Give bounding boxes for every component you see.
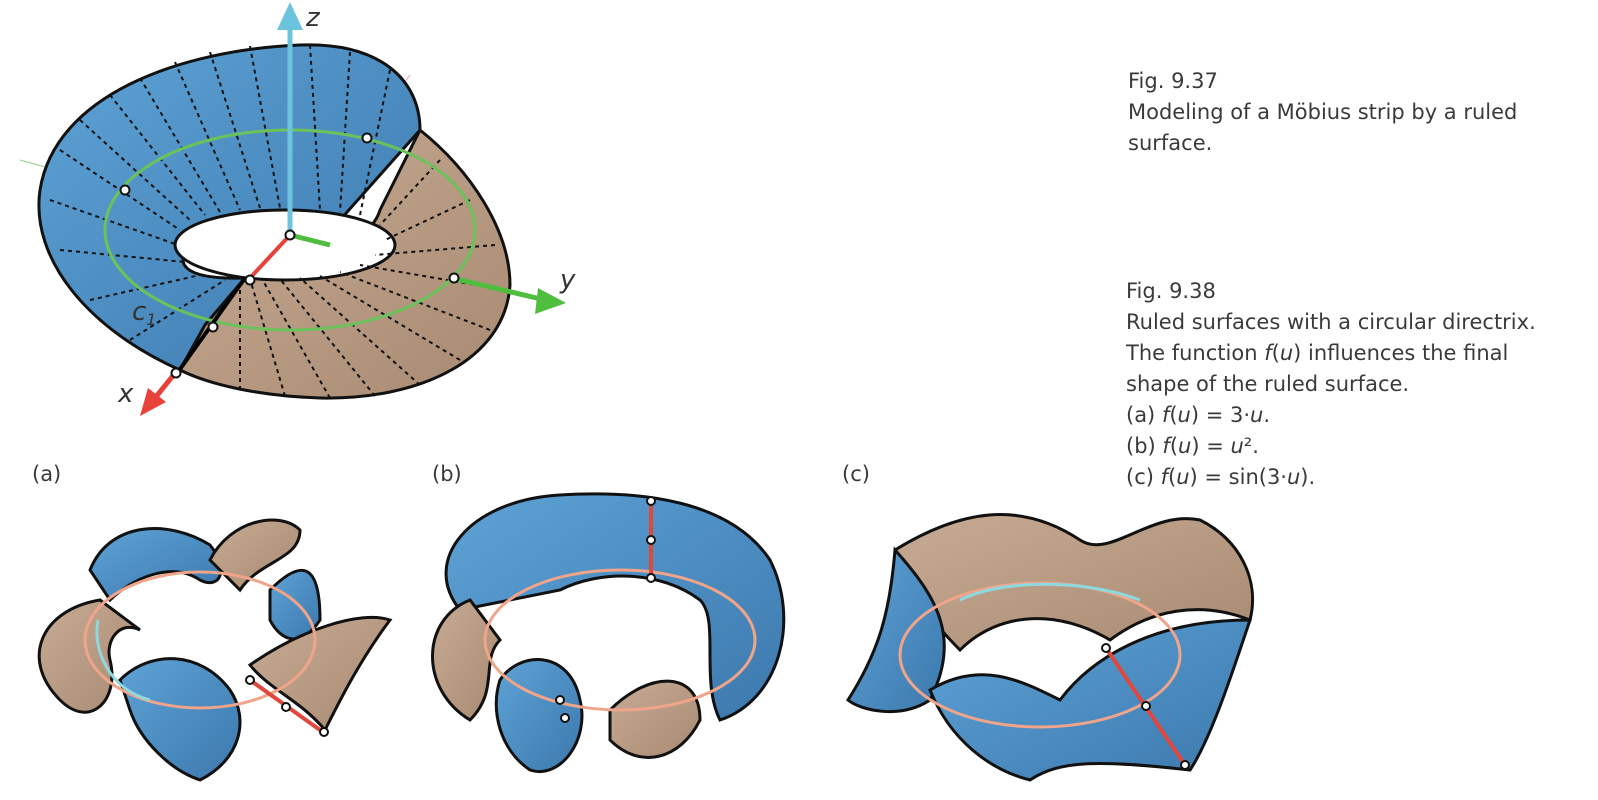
item-a-label: (a) [1126,403,1162,427]
x-axis-arrow [140,388,166,416]
subfigure-label-b: (b) [432,462,462,486]
directrix-a-cyan [95,619,151,702]
caption-item-a: (a) f(u) = 3·u. [1126,400,1596,431]
caption-9-37-line1: Modeling of a Möbius strip by a ruled [1128,100,1518,124]
mobius-hole [173,208,397,282]
surface-b-blue-outer [444,492,786,722]
caption-fig-9-37: Fig. 9.37 Modeling of a Möbius strip by … [1128,66,1588,159]
surface-c-blue-bottom [928,618,1253,782]
mobius-strip-figure: z y x c1 [19,2,576,416]
points-a [245,675,329,737]
caption-9-38-line2-suffix: influences the final [1301,341,1509,365]
directrix-b [483,568,757,712]
item-b-u: u [1178,434,1192,458]
z-axis-label: z [305,3,321,33]
z-axis-arrow [277,2,303,30]
item-a-close: ) = 3· [1190,403,1251,427]
item-c-open: ( [1168,465,1177,489]
mobius-points [119,132,460,379]
subfigure-label-a: (a) [32,462,62,486]
item-b-tail: ². [1243,434,1259,458]
surface-a-blue-top [88,527,223,603]
item-b-var: u [1230,434,1244,458]
caption-9-38-number: Fig. 9.38 [1126,279,1216,303]
points-b [555,496,656,723]
y-axis-short [289,232,331,248]
points-c [1101,643,1190,770]
item-a-var: u [1250,403,1264,427]
ruled-surface-b [431,492,786,773]
item-c-close: ) = sin(3· [1189,465,1287,489]
item-a-f: f [1161,403,1170,427]
item-b-label: (b) [1126,434,1163,458]
surface-c-blue-left [846,546,946,714]
x-axis-inner [248,233,292,280]
item-c-tail: ). [1300,465,1316,489]
item-b-f: f [1162,434,1170,458]
item-c-f: f [1160,465,1169,489]
caption-9-38-line1: Ruled surfaces with a circular directrix… [1126,310,1536,334]
caption-item-c: (c) f(u) = sin(3·u). [1126,462,1596,493]
y-axis-arrow [535,288,566,314]
surface-b-blue-bottom [494,658,584,773]
function-f: f [1264,341,1272,365]
item-a-open: ( [1169,403,1178,427]
variable-u: u [1279,341,1294,365]
caption-9-38-line2: The function f(u) influences the final [1126,338,1596,369]
caption-9-38-line2-prefix: The function [1126,341,1265,365]
paren-close: ) [1293,341,1302,365]
item-a-tail: . [1263,403,1271,427]
item-c-var: u [1286,465,1301,489]
surface-a-tan-right [247,615,393,733]
curve-c1-base: c [132,297,146,327]
caption-9-37-line2: surface. [1128,131,1213,155]
y-axis [451,275,546,303]
item-a-u: u [1177,403,1191,427]
caption-9-38-line3: shape of the ruled surface. [1126,372,1410,396]
directrix-a [83,570,317,710]
item-c-label: (c) [1126,465,1161,489]
item-b-open: ( [1169,434,1179,458]
item-c-u: u [1176,465,1190,489]
surface-a-blue-right [268,568,322,641]
directrix-c-cyan [959,582,1141,602]
curve-c1-sub: 1 [146,310,156,329]
caption-fig-9-38: Fig. 9.38 Ruled surfaces with a circular… [1126,276,1596,493]
x-axis-label: x [117,379,134,409]
caption-9-37-number: Fig. 9.37 [1128,69,1218,93]
paren-open: ( [1271,341,1280,365]
surface-a-tan-top [208,518,302,593]
subfigure-label-c: (c) [842,462,870,486]
curve-c1-label: c1 [132,297,156,329]
y-axis-label: y [559,265,576,295]
item-b-close: ) = [1191,434,1231,458]
caption-item-b: (b) f(u) = u². [1126,431,1596,462]
surface-a-blue-bottom [118,657,242,782]
ruled-surface-a [37,518,393,782]
ruled-surface-c [846,513,1255,782]
surface-b-tan-bottom [608,679,702,759]
